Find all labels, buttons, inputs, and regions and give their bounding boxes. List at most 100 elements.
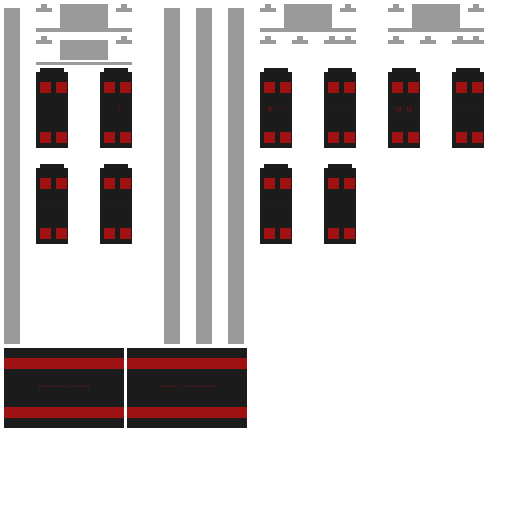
shelf-sprite bbox=[36, 4, 132, 32]
shelf-top bbox=[412, 4, 460, 28]
canister-label: · ·· bbox=[270, 200, 282, 209]
shelf-rail bbox=[260, 28, 356, 32]
canister-sprite: ·· ·· bbox=[324, 68, 356, 148]
red-marker-icon bbox=[104, 228, 115, 239]
shelf-sprite bbox=[260, 4, 356, 32]
peg-icon bbox=[452, 36, 468, 44]
shelf-rail bbox=[388, 28, 484, 32]
canister-cap bbox=[104, 164, 128, 168]
red-marker-icon bbox=[56, 132, 67, 143]
red-marker-icon bbox=[40, 82, 51, 93]
canister-sprite: ·· ·· bbox=[36, 164, 68, 244]
red-marker-icon bbox=[56, 178, 67, 189]
red-marker-icon bbox=[264, 132, 275, 143]
shelf-top bbox=[60, 40, 108, 60]
red-marker-icon bbox=[120, 228, 131, 239]
red-marker-icon bbox=[328, 178, 339, 189]
canister-sprite: · / bbox=[100, 68, 132, 148]
red-marker-icon bbox=[264, 228, 275, 239]
red-marker-icon bbox=[328, 228, 339, 239]
red-marker-icon bbox=[472, 132, 483, 143]
peg-icon bbox=[340, 4, 356, 12]
peg-icon bbox=[340, 36, 356, 44]
red-marker-icon bbox=[344, 82, 355, 93]
red-stripe bbox=[4, 358, 124, 369]
red-marker-icon bbox=[40, 228, 51, 239]
canister-label: ·· ·· bbox=[333, 104, 347, 113]
red-marker-icon bbox=[280, 132, 291, 143]
red-marker-icon bbox=[408, 82, 419, 93]
red-marker-icon bbox=[344, 228, 355, 239]
peg-row bbox=[260, 36, 356, 44]
canister-cap bbox=[104, 68, 128, 72]
red-marker-icon bbox=[104, 132, 115, 143]
red-marker-icon bbox=[392, 132, 403, 143]
shelf-sprite bbox=[388, 4, 484, 32]
red-marker-icon bbox=[56, 228, 67, 239]
steel-pillar bbox=[4, 8, 20, 344]
peg-icon bbox=[36, 36, 52, 44]
canister-sprite bbox=[36, 68, 68, 148]
shelf-top bbox=[284, 4, 332, 28]
peg-icon bbox=[116, 4, 132, 12]
shelf-rail bbox=[36, 62, 132, 65]
canister-cap bbox=[392, 68, 416, 72]
red-marker-icon bbox=[280, 82, 291, 93]
canister-label: · / bbox=[112, 104, 120, 113]
canister-cap bbox=[40, 68, 64, 72]
peg-icon bbox=[292, 36, 308, 44]
canister-label: a·· ·· bbox=[267, 104, 285, 113]
red-marker-icon bbox=[344, 178, 355, 189]
canister-cap bbox=[328, 164, 352, 168]
peg-icon bbox=[420, 36, 436, 44]
red-marker-icon bbox=[456, 82, 467, 93]
panel-label: ····· ·········· bbox=[159, 380, 215, 393]
peg-icon bbox=[388, 4, 404, 12]
red-stripe bbox=[127, 407, 247, 418]
red-marker-icon bbox=[392, 82, 403, 93]
shelf-top bbox=[60, 4, 108, 28]
canister-label: ·· ·· bbox=[461, 104, 475, 113]
canister-cap bbox=[456, 68, 480, 72]
wide-panel-sprite: ········· ····· bbox=[4, 348, 124, 428]
peg-icon bbox=[468, 36, 484, 44]
peg-icon bbox=[36, 4, 52, 12]
peg-row bbox=[388, 36, 484, 44]
canister-label: ·g ·g· bbox=[393, 104, 415, 113]
red-marker-icon bbox=[120, 178, 131, 189]
red-marker-icon bbox=[120, 132, 131, 143]
peg-icon bbox=[468, 4, 484, 12]
panel-label: ········· ····· bbox=[37, 380, 91, 393]
steel-pillar bbox=[228, 8, 244, 344]
red-marker-icon bbox=[264, 178, 275, 189]
peg-icon bbox=[260, 36, 276, 44]
canister-cap bbox=[264, 164, 288, 168]
canister-cap bbox=[328, 68, 352, 72]
shelf-rail bbox=[36, 28, 132, 32]
canister-sprite: a·· ·· bbox=[260, 68, 292, 148]
red-marker-icon bbox=[120, 82, 131, 93]
wide-panel-sprite: ····· ·········· bbox=[127, 348, 247, 428]
canister-label: ·· ·· bbox=[109, 200, 123, 209]
red-marker-icon bbox=[40, 132, 51, 143]
red-marker-icon bbox=[104, 178, 115, 189]
peg-icon bbox=[388, 36, 404, 44]
red-stripe bbox=[127, 358, 247, 369]
red-marker-icon bbox=[56, 82, 67, 93]
red-marker-icon bbox=[328, 82, 339, 93]
shelf-sprite bbox=[36, 36, 132, 65]
steel-pillar bbox=[164, 8, 180, 344]
peg-icon bbox=[260, 4, 276, 12]
canister-label: ·· ·· bbox=[45, 200, 59, 209]
red-marker-icon bbox=[472, 82, 483, 93]
canister-sprite: · ·· bbox=[260, 164, 292, 244]
red-marker-icon bbox=[104, 82, 115, 93]
red-marker-icon bbox=[280, 178, 291, 189]
canister-cap bbox=[264, 68, 288, 72]
peg-icon bbox=[324, 36, 340, 44]
steel-pillar bbox=[196, 8, 212, 344]
canister-sprite: ·· ·· bbox=[100, 164, 132, 244]
canister-sprite: ·g ·g· bbox=[388, 68, 420, 148]
red-marker-icon bbox=[280, 228, 291, 239]
canister-cap bbox=[40, 164, 64, 168]
